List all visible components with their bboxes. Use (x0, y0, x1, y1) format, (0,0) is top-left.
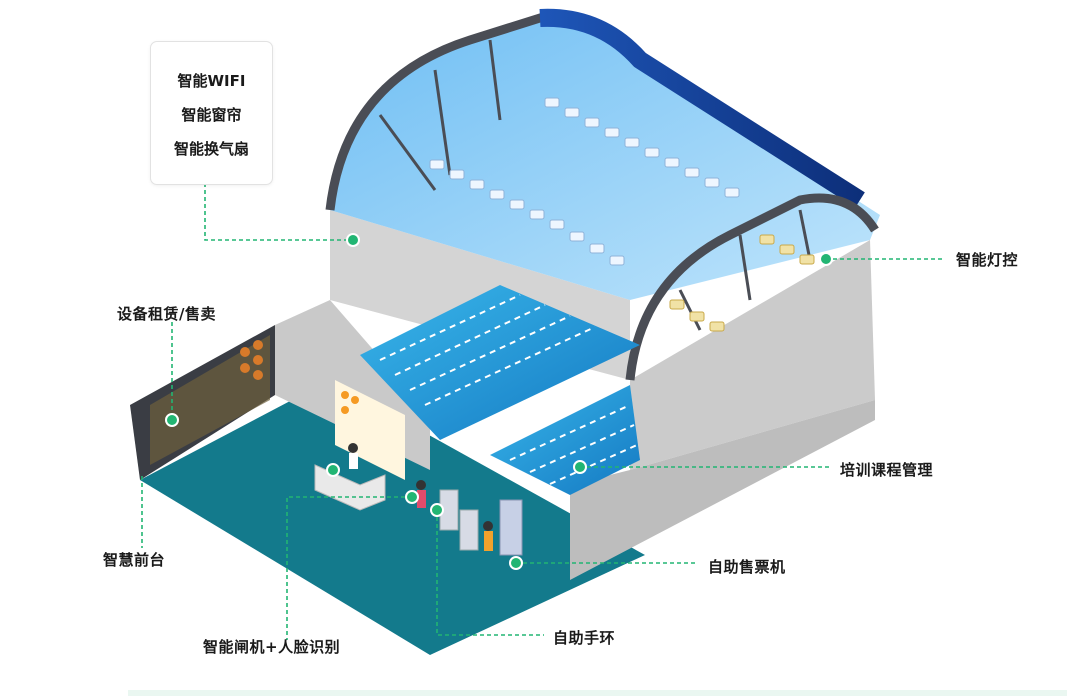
wristband-label: 自助手环 (553, 629, 616, 647)
smart-wifi-label: 智能WIFI (177, 72, 246, 90)
lighting-control-label: 智能灯控 (956, 251, 1019, 269)
balls (240, 340, 263, 380)
floor (140, 380, 645, 655)
lane-lines (379, 294, 638, 485)
roof-struts (378, 39, 812, 331)
roof-top-band (539, 8, 865, 208)
ticket-machine-label: 自助售票机 (708, 558, 786, 576)
bottom-band (128, 690, 1067, 696)
smart-curtain-label: 智能窗帘 (181, 106, 242, 124)
smart-fan-label: 智能换气扇 (173, 140, 249, 158)
ceiling-lights (429, 97, 740, 266)
gate-unit-2 (459, 509, 479, 551)
callout-anchors (165, 233, 833, 570)
right-front-wall (570, 400, 875, 580)
training-course-label: 培训课程管理 (840, 461, 934, 479)
connector-lines (141, 183, 945, 640)
equipment-rack (150, 335, 270, 465)
smart-front-desk-label: 智慧前台 (103, 551, 166, 569)
equipment-rental-label: 设备租赁/售卖 (117, 305, 216, 323)
ticket-kiosk (499, 499, 523, 556)
smart-features-box: 智能WIFI 智能窗帘 智能换气扇 (150, 41, 273, 185)
right-wall (630, 240, 875, 470)
warm-lights (669, 234, 815, 332)
pool-main (360, 285, 640, 440)
lobby-banner (335, 380, 405, 480)
smart-gate-label: 智能闸机+人脸识别 (203, 638, 341, 656)
people (348, 443, 493, 551)
roof-arch-right (625, 193, 879, 381)
